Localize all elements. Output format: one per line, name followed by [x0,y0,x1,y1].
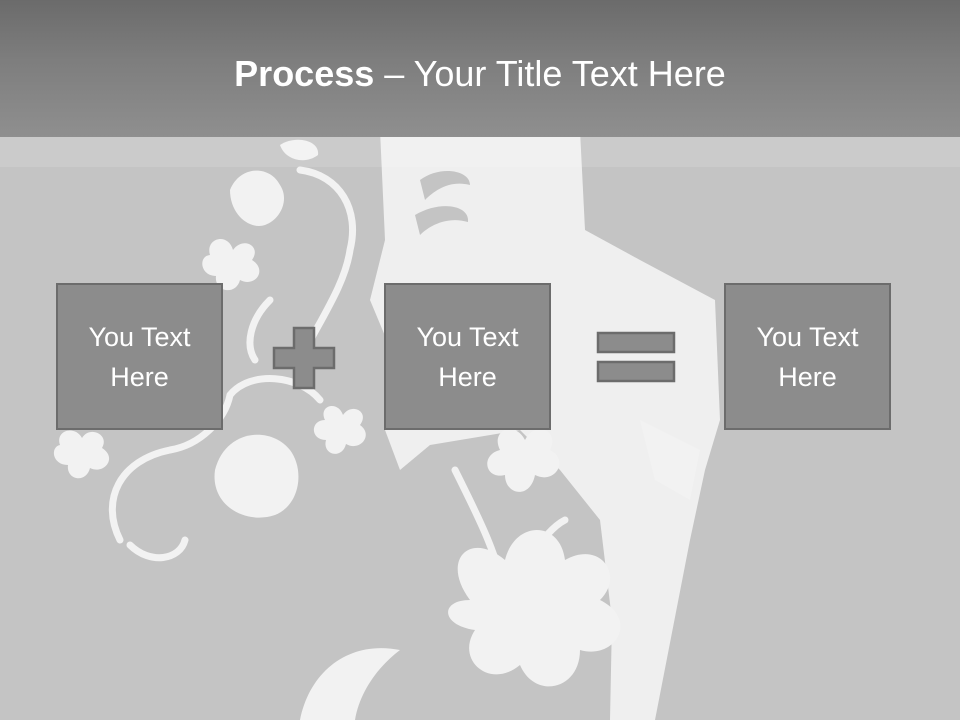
title-bold: Process [234,53,375,94]
process-box-1[interactable]: You Text Here [56,283,223,430]
process-box-2[interactable]: You Text Here [384,283,551,430]
plus-icon [272,326,336,390]
equals-icon [596,331,676,383]
title-band [0,137,960,167]
process-box-3[interactable]: You Text Here [724,283,891,430]
slide-title[interactable]: Process – Your Title Text Here [0,52,960,96]
title-rest: – Your Title Text Here [374,53,726,94]
title-bar [0,0,960,137]
